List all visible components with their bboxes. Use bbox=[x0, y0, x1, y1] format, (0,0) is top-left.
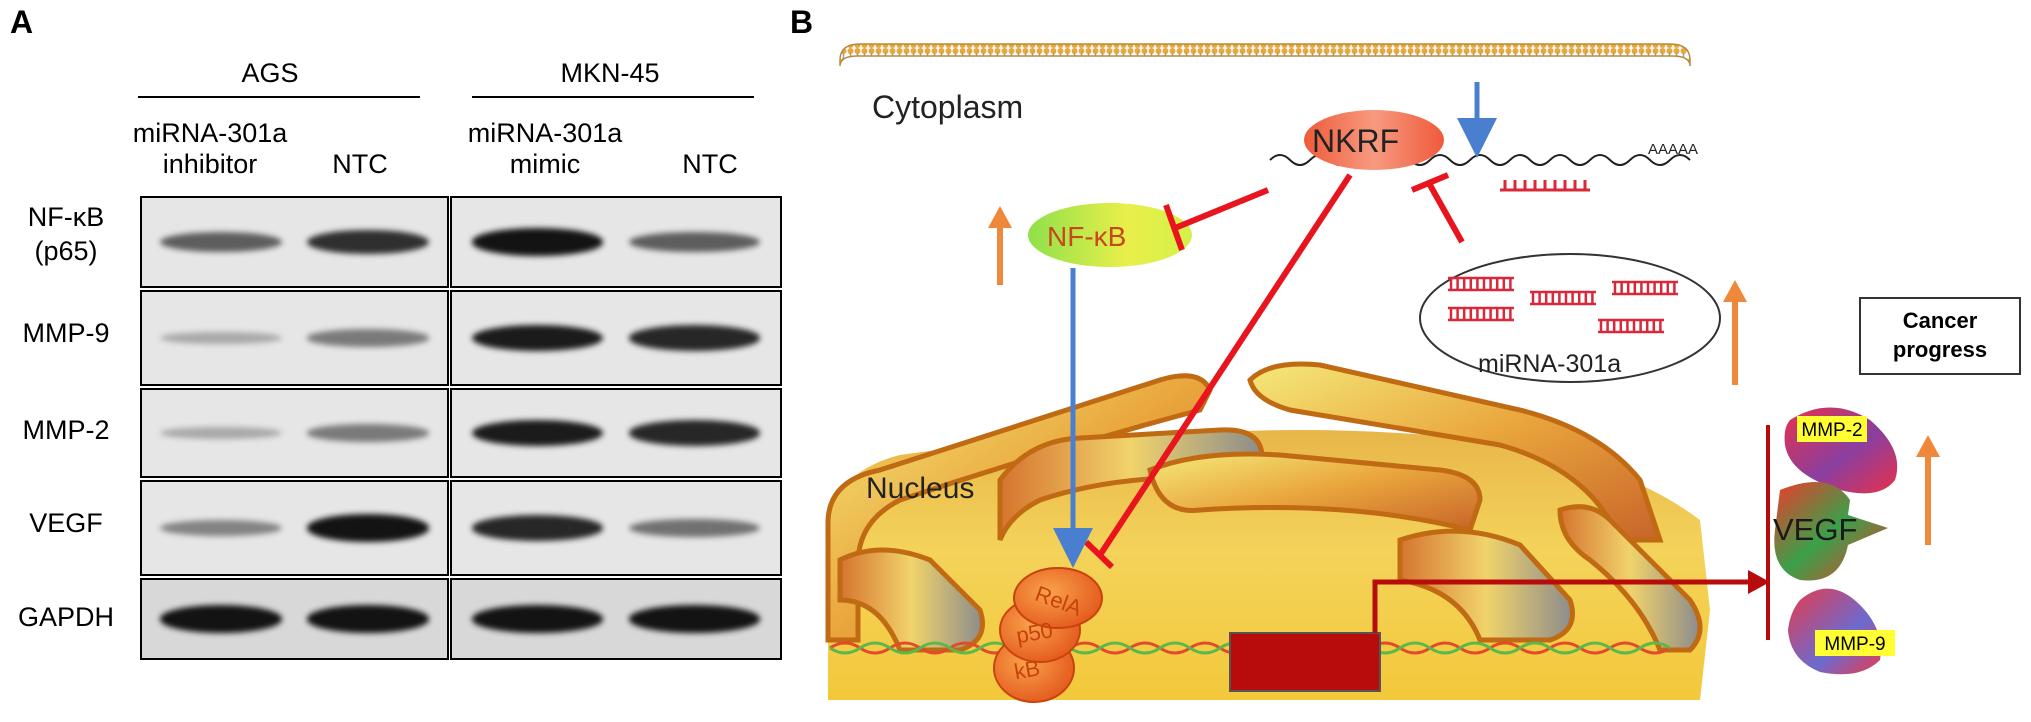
nfkb-complex bbox=[993, 567, 1103, 703]
blot-mkn-mmp9 bbox=[450, 290, 782, 386]
increase-arrows bbox=[988, 206, 1940, 545]
label-nucleus: Nucleus bbox=[866, 472, 974, 505]
label-cancer: Cancer bbox=[1903, 308, 1978, 333]
band-ags-vegf-1 bbox=[160, 519, 283, 537]
label-mirna: miRNA-301a bbox=[1478, 350, 1621, 378]
mirna-duplex-icon bbox=[1448, 276, 1514, 292]
mkn-condition-2: NTC bbox=[682, 149, 738, 179]
nfkb-protein bbox=[1028, 203, 1192, 267]
ags-divider bbox=[138, 96, 420, 98]
label-vegf: VEGF bbox=[1773, 512, 1857, 547]
inhibit-mirna-to-nkrf bbox=[1410, 172, 1465, 244]
band-ags-mmp2-1 bbox=[160, 426, 283, 440]
gene-promoter-box bbox=[1229, 632, 1381, 692]
expression-arrowhead bbox=[1748, 570, 1770, 594]
mirna-duplex-icon bbox=[1598, 318, 1664, 334]
mirna-duplex-icons bbox=[1448, 276, 1678, 334]
band-mkn-gapdh-1 bbox=[471, 605, 603, 633]
mirna-duplex-icon bbox=[1448, 306, 1514, 322]
protein-label-mmp9: MMP-9 bbox=[22, 318, 110, 348]
mirna-pool bbox=[1419, 253, 1721, 383]
mirna-bound-icon bbox=[1500, 180, 1590, 192]
label-nfkb: NF-κB bbox=[1047, 221, 1126, 252]
panel-b-letter: B bbox=[790, 4, 814, 40]
blot-ags-vegf bbox=[140, 480, 449, 576]
label-mmp2: MMP-2 bbox=[1801, 420, 1862, 441]
label-cytoplasm: Cytoplasm bbox=[872, 89, 1023, 125]
band-mkn-nfkb-1 bbox=[471, 228, 603, 256]
cancer-progress-box bbox=[1859, 297, 2021, 375]
band-mkn-mmp9-1 bbox=[471, 324, 603, 352]
band-mkn-vegf-2 bbox=[629, 518, 761, 538]
blot-mkn-vegf bbox=[450, 480, 782, 576]
ags-condition-2: NTC bbox=[332, 149, 388, 179]
blot-mkn-mmp2 bbox=[450, 388, 782, 478]
cell-line-ags: AGS bbox=[241, 58, 299, 88]
band-mkn-mmp9-2 bbox=[629, 325, 761, 351]
blot-ags-mmp9 bbox=[140, 290, 449, 386]
blot-ags-mmp2 bbox=[140, 388, 449, 478]
blot-mkn-nfkb bbox=[450, 196, 782, 288]
band-mkn-nfkb-2 bbox=[629, 232, 761, 252]
mkn-divider bbox=[472, 96, 754, 98]
band-ags-nfkb-2 bbox=[306, 229, 429, 255]
label-nkrf: NKRF bbox=[1312, 123, 1399, 159]
band-ags-mmp2-2 bbox=[306, 424, 429, 442]
protein-label-vegf: VEGF bbox=[29, 508, 103, 538]
mmp9-label-bg bbox=[1815, 630, 1895, 656]
expression-arrow bbox=[1372, 579, 1748, 633]
band-ags-mmp9-1 bbox=[160, 331, 283, 345]
band-mkn-mmp2-1 bbox=[471, 419, 603, 447]
nucleus-body bbox=[825, 361, 1710, 700]
inhibit-nkrf-to-nfkb bbox=[1163, 187, 1270, 252]
blot-mkn-gapdh bbox=[450, 578, 782, 660]
mirna-duplex-icon bbox=[1530, 290, 1596, 306]
band-ags-gapdh-1 bbox=[160, 605, 283, 633]
protein-label-gapdh: GAPDH bbox=[17, 602, 115, 632]
protein-label-mmp2: MMP-2 bbox=[22, 415, 110, 445]
label-polya: AAAAA bbox=[1648, 141, 1698, 158]
band-mkn-gapdh-2 bbox=[629, 605, 761, 633]
label-kb: kB bbox=[1012, 655, 1042, 684]
label-mmp9: MMP-9 bbox=[1824, 634, 1885, 655]
blot-ags-gapdh bbox=[140, 578, 449, 660]
cell-membrane bbox=[839, 43, 1691, 67]
mirna-duplex-icon bbox=[1612, 280, 1678, 296]
band-mkn-mmp2-2 bbox=[629, 420, 761, 446]
band-ags-nfkb-1 bbox=[160, 232, 283, 252]
label-progress: progress bbox=[1893, 337, 1987, 362]
band-ags-vegf-2 bbox=[306, 514, 429, 542]
band-ags-mmp9-2 bbox=[306, 329, 429, 347]
protein-label-nfkb: NF-κB(p65) bbox=[27, 202, 105, 266]
nkrf-protein bbox=[1304, 110, 1444, 170]
mmp2-label-bg bbox=[1797, 416, 1867, 442]
panel-a-letter: A bbox=[10, 4, 34, 40]
band-ags-gapdh-2 bbox=[306, 605, 429, 633]
blot-ags-nfkb bbox=[140, 196, 449, 288]
band-mkn-vegf-1 bbox=[471, 515, 603, 541]
cell-line-mkn45: MKN-45 bbox=[560, 58, 660, 88]
vegf-shape bbox=[1774, 482, 1888, 581]
